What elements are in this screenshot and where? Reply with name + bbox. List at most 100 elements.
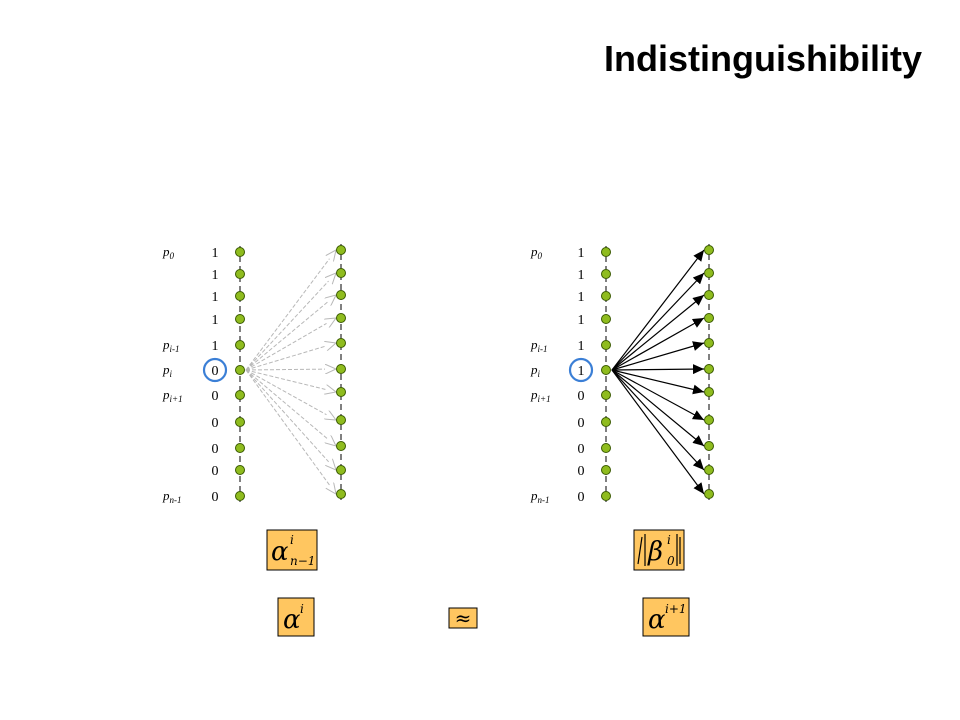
input-bit: 1: [578, 268, 585, 283]
input-bit: 1: [212, 246, 219, 261]
left-node: [601, 365, 611, 375]
message-arrow: [245, 250, 336, 371]
process-label: pi+1: [530, 387, 551, 404]
right-node: [336, 465, 346, 475]
right-node: [704, 268, 714, 278]
message-arrow: [611, 364, 705, 375]
message-arrow: [611, 369, 705, 471]
message-arrow: [611, 249, 705, 371]
right-node: [704, 245, 714, 255]
formula-symbol: α: [648, 605, 666, 635]
message-arrow: [245, 295, 336, 371]
input-bit: 1: [212, 290, 219, 305]
message-arrow: [611, 341, 705, 371]
message-arrow: [245, 343, 336, 371]
formula-symbol: α: [283, 605, 301, 635]
formula-subscript: n−1: [290, 554, 315, 568]
message-arrow: [611, 369, 705, 421]
message-arrow: [611, 369, 705, 395]
message-arrow: [611, 272, 705, 371]
formula-symbol: β: [647, 537, 663, 567]
right-node: [336, 268, 346, 278]
left-node: [235, 390, 245, 400]
message-arrow: [245, 369, 336, 470]
right-node: [336, 489, 346, 499]
message-arrow: [611, 369, 705, 495]
message-arrow: [245, 318, 336, 371]
right-node: [704, 465, 714, 475]
process-label: p0: [530, 244, 543, 261]
right-node: [336, 245, 346, 255]
left-node: [601, 443, 611, 453]
process-label: pn-1: [530, 488, 550, 505]
input-bit: 0: [578, 464, 585, 479]
formula-symbol: α: [271, 537, 289, 567]
execution-box-top: [266, 529, 318, 571]
input-bit: 1: [578, 364, 585, 379]
right-node: [704, 313, 714, 323]
input-bit: 1: [212, 313, 219, 328]
right-node: [336, 290, 346, 300]
left-node: [235, 291, 245, 301]
right-node: [336, 313, 346, 323]
input-bit: 1: [578, 313, 585, 328]
left-node: [601, 390, 611, 400]
left-node: [235, 269, 245, 279]
message-arrow: [245, 369, 336, 370]
message-arrow: [245, 369, 336, 494]
message-arrow: [611, 317, 705, 371]
input-bit: 1: [212, 268, 219, 283]
execution-box-bottom: [642, 597, 690, 637]
input-bit: 1: [578, 339, 585, 354]
message-arrow: [611, 369, 705, 447]
process-label: p0: [162, 244, 175, 261]
left-node: [235, 314, 245, 324]
message-arrow: [245, 369, 336, 420]
right-node: [336, 415, 346, 425]
right-node: [336, 364, 346, 374]
right-node: [704, 290, 714, 300]
right-node: [336, 387, 346, 397]
input-bit: 0: [212, 464, 219, 479]
left-node: [601, 465, 611, 475]
left-node: [601, 491, 611, 501]
left-node: [235, 365, 245, 375]
process-label: pi-1: [530, 337, 548, 354]
right-node: [336, 338, 346, 348]
input-bit: 0: [578, 389, 585, 404]
formula-superscript: i+1: [665, 602, 687, 616]
input-bit: 1: [578, 246, 585, 261]
right-node: [336, 441, 346, 451]
process-label: pi-1: [162, 337, 180, 354]
process-label: pn-1: [162, 488, 182, 505]
left-node: [601, 247, 611, 257]
approx-symbol: ≈: [455, 606, 472, 630]
left-node: [235, 443, 245, 453]
input-bit: 0: [212, 416, 219, 431]
left-node: [235, 340, 245, 350]
input-bit: 0: [212, 490, 219, 505]
highlight-circle: [568, 357, 594, 383]
bracket-mark: [637, 536, 643, 565]
input-bit: 0: [578, 490, 585, 505]
formula-subscript: 0: [667, 554, 675, 568]
formula-superscript: i: [300, 602, 304, 616]
input-bit: 0: [212, 364, 219, 379]
input-bit: 1: [212, 339, 219, 354]
left-node: [601, 269, 611, 279]
right-node: [704, 441, 714, 451]
left-node: [601, 291, 611, 301]
message-arrow: [245, 369, 336, 446]
execution-box-top: [633, 529, 685, 571]
highlight-circle: [202, 357, 228, 383]
process-label: pi: [162, 362, 173, 379]
right-node: [704, 364, 714, 374]
right-node: [704, 415, 714, 425]
right-node: [704, 338, 714, 348]
formula-superscript: i: [667, 533, 671, 547]
left-node: [235, 417, 245, 427]
input-bit: 0: [212, 442, 219, 457]
